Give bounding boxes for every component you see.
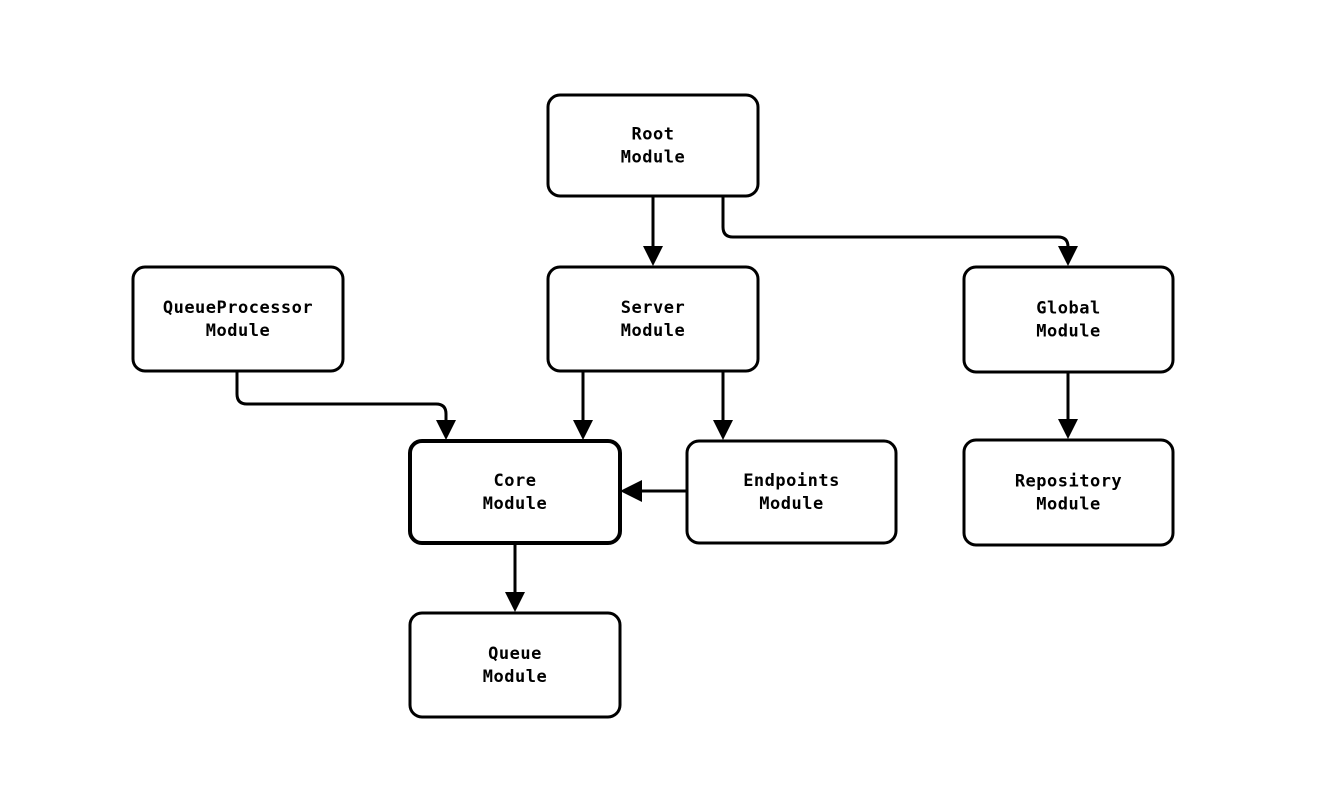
arrowhead-icon	[1058, 246, 1078, 266]
node-label-line1: Repository	[1015, 472, 1122, 492]
node-label-line2: Module	[483, 667, 547, 687]
node-shape[interactable]	[546, 93, 760, 198]
edge-queueprocessor-to-core	[235, 371, 456, 440]
node-shape[interactable]	[962, 265, 1175, 374]
node-label-line1: Core	[494, 471, 537, 491]
nodes-layer: RootModuleQueueProcessorModuleServerModu…	[131, 93, 1175, 719]
node-shape[interactable]	[962, 438, 1175, 547]
arrowhead-icon	[436, 420, 456, 440]
node-label-line2: Module	[483, 494, 547, 514]
edge-core-to-queue	[505, 543, 525, 612]
edges-layer	[235, 196, 1078, 612]
node-shape[interactable]	[408, 439, 622, 545]
arrowhead-icon	[573, 420, 593, 440]
edge-line	[235, 371, 448, 427]
node-shape[interactable]	[408, 611, 622, 719]
edge-root-to-server	[643, 196, 663, 266]
node-label-line2: Module	[621, 321, 685, 341]
node-label-line2: Module	[759, 494, 823, 514]
edge-endpoints-to-core	[620, 480, 687, 502]
arrowhead-icon	[643, 246, 663, 266]
node-label-line1: QueueProcessor	[163, 298, 313, 318]
edge-root-to-global	[721, 196, 1078, 266]
node-shape[interactable]	[685, 439, 898, 545]
arrowhead-icon	[1058, 419, 1078, 439]
node-label-line2: Module	[621, 148, 685, 168]
edge-server-to-endpoints	[713, 371, 733, 440]
node-label-line2: Module	[206, 321, 270, 341]
edge-line	[721, 196, 1070, 253]
arrowhead-icon	[620, 480, 642, 502]
node-label-line1: Server	[621, 298, 685, 318]
node-label-line1: Global	[1036, 299, 1100, 319]
node-shape[interactable]	[131, 265, 345, 373]
node-label-line2: Module	[1036, 495, 1100, 515]
node-label-line1: Queue	[488, 644, 542, 664]
arrowhead-icon	[505, 592, 525, 612]
node-shape[interactable]	[546, 265, 760, 373]
arrowhead-icon	[713, 420, 733, 440]
node-label-line1: Endpoints	[743, 471, 840, 491]
node-label-line1: Root	[632, 125, 675, 145]
edge-server-to-core	[573, 371, 593, 440]
node-label-line2: Module	[1036, 322, 1100, 342]
edge-global-to-repository	[1058, 372, 1078, 439]
